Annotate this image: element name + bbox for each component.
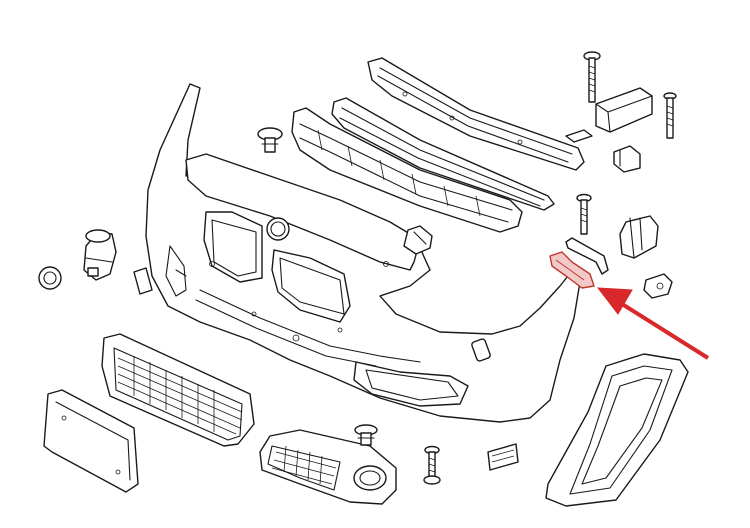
fog-lamp-grille [259,429,397,505]
bolt-right [663,92,677,139]
square-cap [133,267,153,295]
fog-lamp-opening [353,361,469,407]
parking-sensor [83,229,117,281]
sensor-ring [38,266,62,290]
upper-reinforcement-strip [367,57,585,171]
highlighted-bracket [549,251,595,289]
small-cap [643,273,673,299]
side-vent-trim [545,353,689,507]
long-bolt [583,51,601,103]
emblem-ring [266,217,290,241]
small-vent-piece [487,443,519,471]
clip-bracket [613,145,641,173]
tow-hook-cap [471,338,491,362]
strip-bracket [403,225,433,255]
bolt-middle [576,193,592,235]
bottom-bolt [423,445,441,485]
side-bracket [565,237,609,275]
license-plate-holder [43,389,139,493]
impact-absorber-strip [331,97,555,211]
lower-center-grille [101,333,255,447]
bumper-cover [145,83,581,423]
small-plate [565,129,593,143]
bottom-clip [354,424,378,446]
pointer-arrow [596,287,710,360]
push-clip [257,127,283,153]
foam-absorber [291,107,523,233]
mounting-bracket-top [595,87,653,133]
right-kidney-opening [271,249,351,323]
holder-bracket [619,215,659,259]
